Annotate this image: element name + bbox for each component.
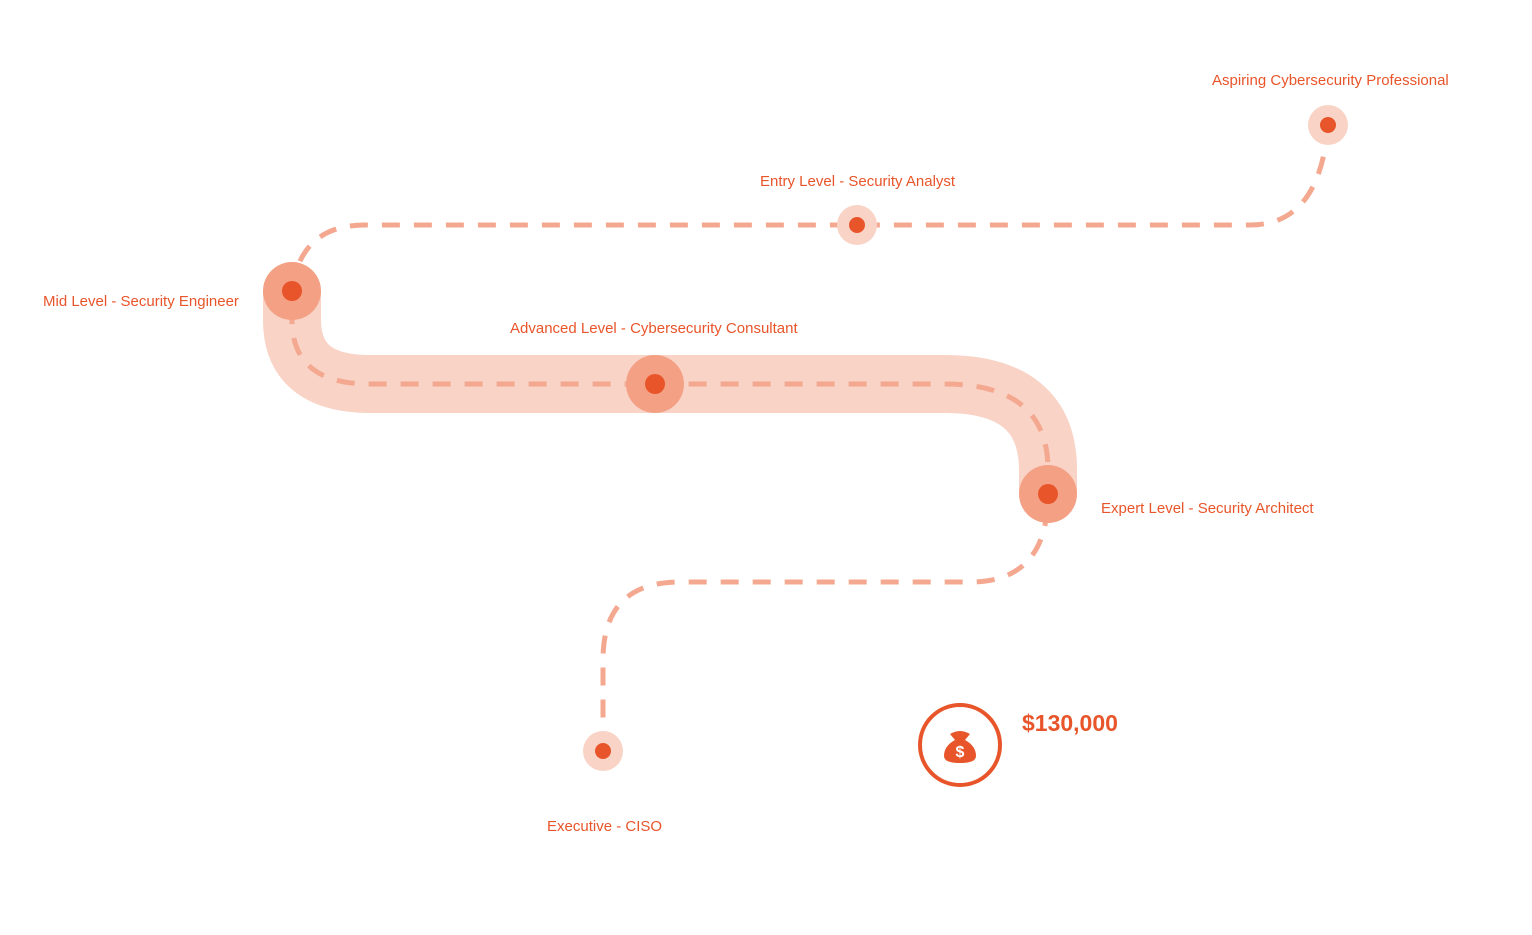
money-bag-icon: $ [918, 703, 1002, 787]
salary-value: $130,000 [1022, 710, 1118, 736]
stage-label-advanced: Advanced Level - Cybersecurity Consultan… [510, 320, 798, 337]
stage-label-mid: Mid Level - Security Engineer [43, 293, 239, 310]
svg-text:$: $ [956, 744, 965, 761]
node-aspiring[interactable] [1308, 105, 1348, 145]
stage-label-executive: Executive - CISO [547, 818, 663, 835]
path-dashed-line [289, 124, 1331, 751]
node-mid[interactable] [263, 262, 321, 320]
node-expert[interactable] [1019, 465, 1077, 523]
stage-label-aspiring: Aspiring Cybersecurity Professional [1212, 72, 1449, 89]
stage-label-expert: Expert Level - Security Architect [1101, 500, 1314, 517]
node-executive[interactable] [583, 731, 623, 771]
node-advanced[interactable] [626, 355, 684, 413]
stage-label-entry: Entry Level - Security Analyst [760, 173, 956, 190]
node-entry[interactable] [837, 205, 877, 245]
